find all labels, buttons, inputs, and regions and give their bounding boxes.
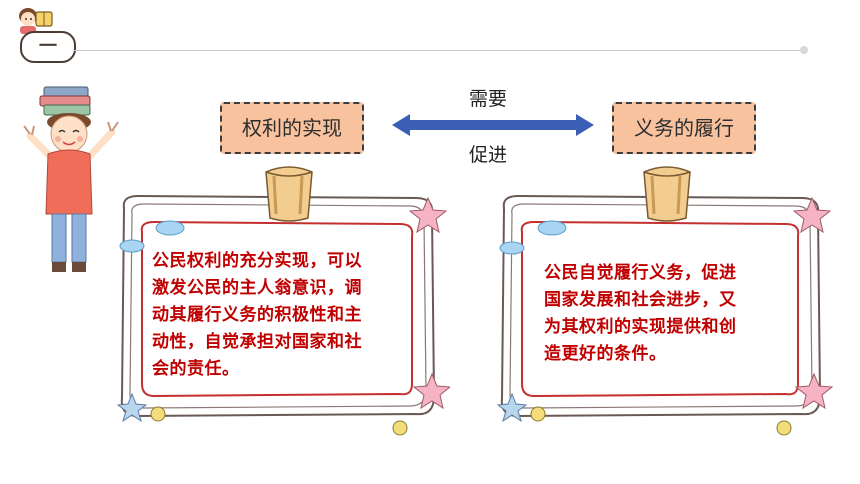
header-divider [74, 50, 800, 51]
left-card-line: 会的责任。 [152, 359, 240, 379]
left-card-line: 动性，自觉承担对国家和社 [152, 332, 362, 352]
tape-clip-icon [265, 166, 313, 222]
double-arrow-icon [392, 114, 594, 136]
cloud-icon [119, 220, 185, 253]
left-note-frame [116, 194, 450, 436]
kid-reading-icon [19, 8, 53, 34]
star-icon [116, 392, 148, 423]
tape-clip-icon [643, 166, 691, 222]
rights-realization-box: 权利的实现 [220, 102, 364, 154]
right-card-line: 造更好的条件。 [544, 344, 667, 364]
star-icon [496, 392, 528, 423]
relation-need-label: 需要 [468, 88, 507, 110]
left-card-line: 动其履行义务的积极性和主 [152, 305, 362, 325]
star-icon [412, 372, 450, 410]
duties-fulfillment-label: 义务的履行 [634, 116, 734, 140]
left-card-line: 激发公民的主人翁意识，调 [152, 278, 362, 298]
relation-promote-label: 促进 [468, 144, 507, 166]
right-card-line: 国家发展和社会进步，又 [544, 290, 737, 310]
right-card-line: 公民自觉履行义务，促进 [544, 263, 737, 283]
section-number: 一 [39, 36, 57, 57]
right-note-frame [496, 194, 834, 436]
left-card-text: 公民权利的充分实现，可以 激发公民的主人翁意识，调 动其履行义务的积极性和主 动… [152, 248, 422, 383]
star-icon [792, 196, 832, 234]
kid-with-books-icon [23, 86, 119, 272]
star-icon [794, 372, 834, 410]
rights-realization-label: 权利的实现 [242, 116, 342, 140]
star-icon [408, 196, 448, 234]
duties-fulfillment-box: 义务的履行 [612, 102, 756, 154]
header-divider-end [800, 46, 808, 54]
right-card-text: 公民自觉履行义务，促进 国家发展和社会进步，又 为其权利的实现提供和创 造更好的… [544, 260, 804, 368]
right-card-line: 为其权利的实现提供和创 [544, 317, 737, 337]
cloud-icon [499, 220, 567, 255]
section-number-badge: 一 [20, 31, 76, 63]
left-card-line: 公民权利的充分实现，可以 [152, 251, 362, 271]
